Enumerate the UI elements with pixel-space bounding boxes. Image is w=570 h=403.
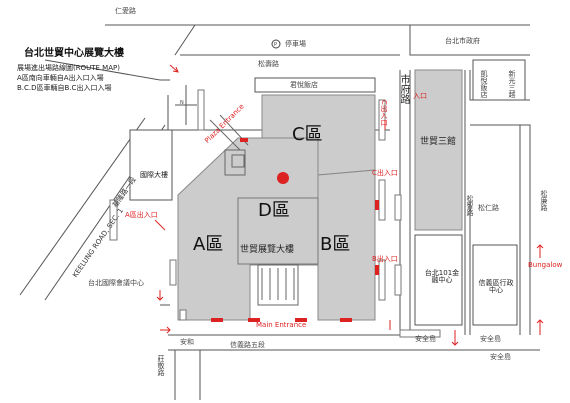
map-title: 台北世貿中心展覽大樓 xyxy=(24,48,124,59)
svg-text:P: P xyxy=(274,42,277,48)
building-itc: 國際大樓 xyxy=(140,171,168,179)
traffic-arrows xyxy=(154,64,544,346)
route-line-3: B.C.D區車輛自B.C出入口入場 xyxy=(17,84,112,92)
zone-b-label: B區 xyxy=(320,234,351,255)
hall-3 xyxy=(414,69,463,231)
route-line-2: A區南向車輛自A出入口入場 xyxy=(17,74,104,82)
exhibition-halls xyxy=(129,59,526,326)
building-city-hall: 台北市政府 xyxy=(445,37,480,45)
street-songlian: 松廉路 xyxy=(540,190,548,211)
label-b-entrance: B出入口 xyxy=(372,255,398,263)
street-zhuangjing: 莊敬路 xyxy=(157,355,165,376)
parking-icon: P xyxy=(271,39,281,49)
zone-c-label: C區 xyxy=(292,124,323,145)
zone-a-label: A區 xyxy=(193,234,224,255)
label-c-entrance: C出入口 xyxy=(372,169,398,177)
hall-a-d xyxy=(177,137,319,321)
zone-d-label: D區 xyxy=(258,200,290,221)
building-grand-hyatt: 君悅飯店 xyxy=(290,81,318,89)
hotel-box xyxy=(254,77,376,93)
street-shifu: 市府路 xyxy=(398,74,409,104)
street-anhe: 安和 xyxy=(180,338,194,346)
label-main-entrance: Main Entrance xyxy=(256,321,307,329)
street-songshou: 松壽路 xyxy=(258,60,279,68)
street-anquan-2: 安全島 xyxy=(480,335,501,343)
street-parking-lot: 停車場 xyxy=(285,40,306,48)
label-bungalow: Bungalow xyxy=(528,261,563,269)
building-hall-3: 世貿三館 xyxy=(420,137,457,147)
plaza-structures xyxy=(209,114,299,306)
street-songren: 松仁路 xyxy=(478,204,499,212)
hall-b xyxy=(317,169,376,321)
label-top-entrance: 入口 xyxy=(413,92,427,100)
route-line-1: 展場進出場路線圖(ROUTE MAP) xyxy=(17,64,120,72)
north-arrow xyxy=(175,85,197,125)
taipei101-block xyxy=(414,234,463,326)
entrance-marks xyxy=(211,138,379,322)
street-anquan-3: 安全島 xyxy=(490,353,511,361)
north-label: N xyxy=(180,100,184,106)
building-hall-1: 世貿展覽大樓 xyxy=(240,245,295,255)
street-xinyi: 信義路五段 xyxy=(230,341,265,349)
top-right-building xyxy=(472,59,526,101)
city-office-block xyxy=(472,244,518,326)
building-top-right-1: 凱悅飯店 xyxy=(480,70,488,98)
side-strips xyxy=(109,89,441,338)
label-a-exit: A區出入口 xyxy=(125,211,158,219)
label-c-entrance-top: C出入口 xyxy=(380,100,388,126)
building-ticc: 台北國際會議中心 xyxy=(88,279,144,287)
current-location-marker xyxy=(277,172,289,184)
building-top-right-2: 新光三越 xyxy=(508,70,516,98)
building-warner: 信義區行政中心 xyxy=(478,279,514,294)
itc-building xyxy=(129,129,173,201)
street-renai: 仁愛路 xyxy=(115,7,136,15)
hall-1-box xyxy=(237,197,319,265)
building-taipei101: 台北101金融中心 xyxy=(424,269,460,284)
street-songzhi: 松智路 xyxy=(466,195,474,216)
street-anquan-1: 安全島 xyxy=(415,335,436,343)
